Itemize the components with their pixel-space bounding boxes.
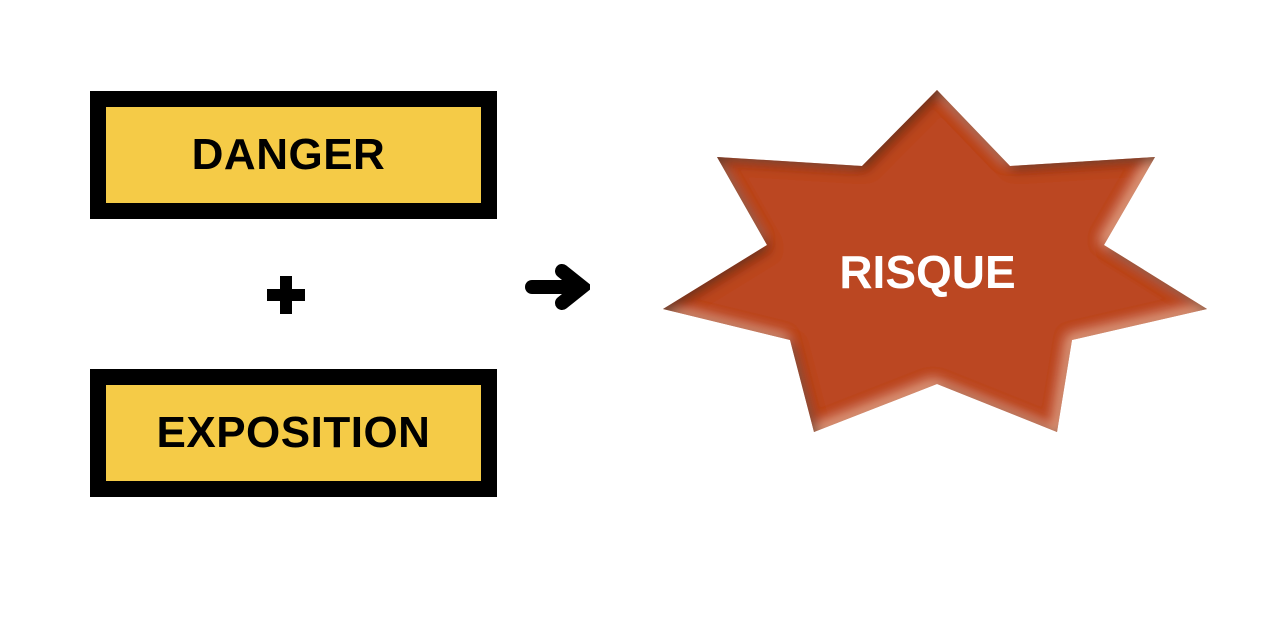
exposition-label: EXPOSITION (156, 408, 431, 457)
plus-icon (267, 276, 305, 314)
exposition-box: EXPOSITION (90, 369, 497, 497)
star-polygon (663, 90, 1207, 432)
danger-label: DANGER (191, 130, 386, 179)
risque-label: RISQUE (839, 246, 1016, 298)
arrow-right-icon (525, 264, 590, 310)
danger-box: DANGER (90, 91, 497, 219)
